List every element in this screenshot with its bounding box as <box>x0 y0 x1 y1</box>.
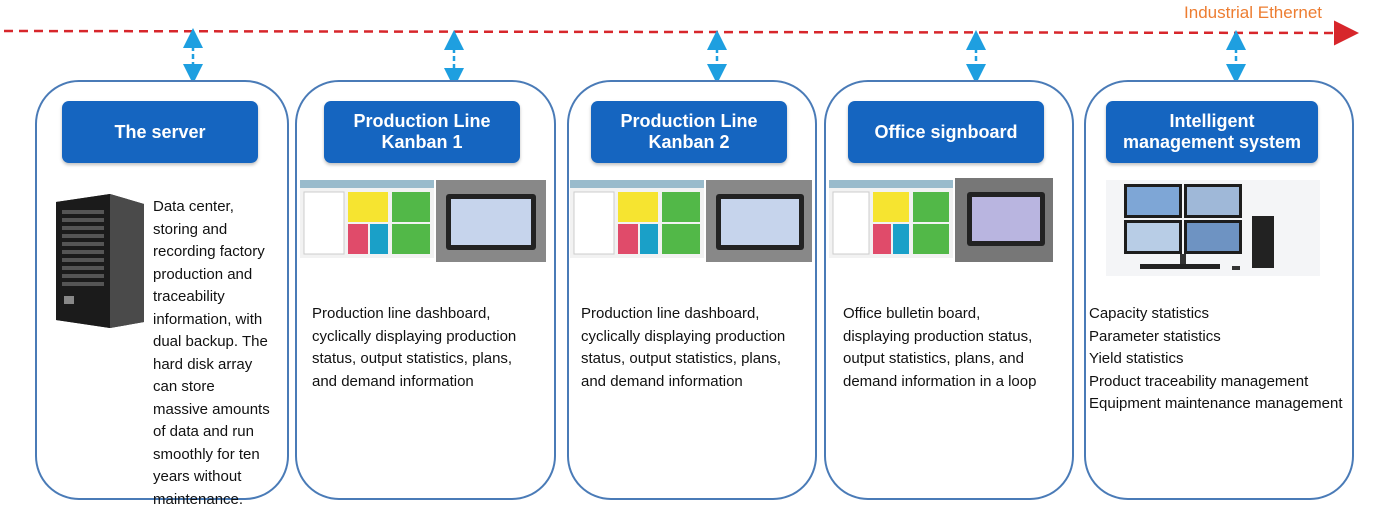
server-tower-icon <box>56 194 144 328</box>
multi-monitor-workstation-icon <box>1106 180 1320 276</box>
panel-office-signboard-description: Office bulletin board, displaying produc… <box>843 305 1037 390</box>
office-board-image <box>829 178 1053 262</box>
panel-kanban-1-description: Production line dashboard, cyclically di… <box>312 305 517 390</box>
panel-management-system-description: Capacity statistics Parameter statistics… <box>1089 305 1343 412</box>
panel-management-system-title: Intelligent management system <box>1106 101 1318 163</box>
panel-server-title: The server <box>62 101 258 163</box>
panel-kanban-1-title: Production Line Kanban 1 <box>324 101 520 163</box>
panel-office-signboard-title: Office signboard <box>848 101 1044 163</box>
kanban-dashboard-image <box>570 180 812 262</box>
panel-kanban-2-title: Production Line Kanban 2 <box>591 101 787 163</box>
industrial-ethernet-line <box>3 20 1359 46</box>
panel-server-description: Data center, storing and recording facto… <box>153 198 270 508</box>
kanban-dashboard-image <box>300 180 546 262</box>
industrial-ethernet-label: Industrial Ethernet <box>1184 3 1322 22</box>
panel-kanban-2-description: Production line dashboard, cyclically di… <box>581 305 786 390</box>
